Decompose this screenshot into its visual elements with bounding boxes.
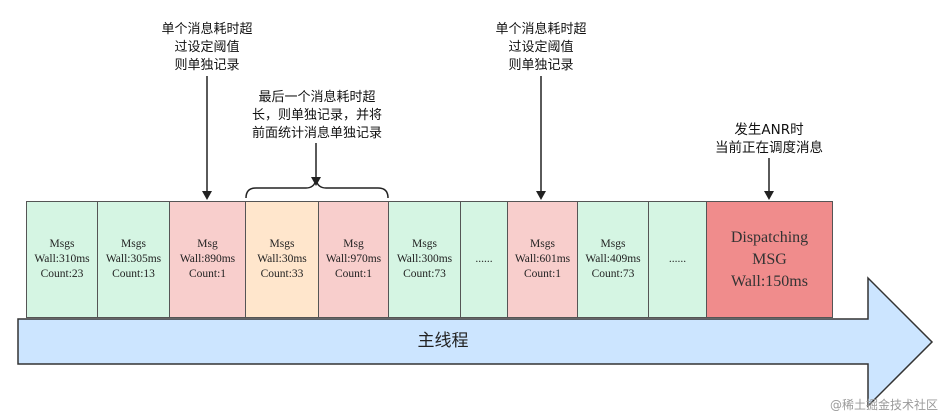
note-anr: 发生ANR时 当前正在调度消息	[715, 122, 823, 156]
main-thread-arrow	[17, 276, 934, 408]
note-single-timeout-2: 单个消息耗时超 过设定阈值 则单独记录	[495, 22, 587, 73]
pointer-arrow-2	[536, 76, 546, 200]
curly-brace	[245, 179, 389, 199]
note-last-timeout: 最后一个消息耗时超 长，则单独记录，并将 前面统计消息单独记录	[251, 90, 382, 141]
msg-box-ellipsis-2: ......	[648, 201, 707, 318]
pointer-arrow-1	[202, 76, 212, 200]
note-single-timeout-1: 单个消息耗时超 过设定阈值 则单独记录	[161, 22, 253, 73]
msg-box-ellipsis-1: ......	[460, 201, 508, 318]
pointer-arrow-3	[311, 143, 321, 186]
pointer-arrow-anr	[764, 158, 774, 200]
main-thread-label: 主线程	[417, 331, 469, 351]
watermark: @稀土掘金技术社区	[829, 398, 938, 412]
